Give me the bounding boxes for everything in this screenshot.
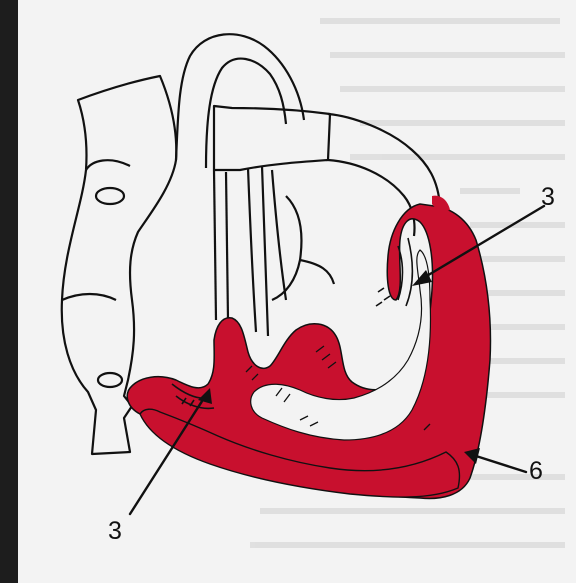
label-myocardium: 6: [529, 457, 543, 485]
label-valve-right: 3: [541, 183, 555, 211]
label-valve-left: 3: [108, 517, 122, 545]
